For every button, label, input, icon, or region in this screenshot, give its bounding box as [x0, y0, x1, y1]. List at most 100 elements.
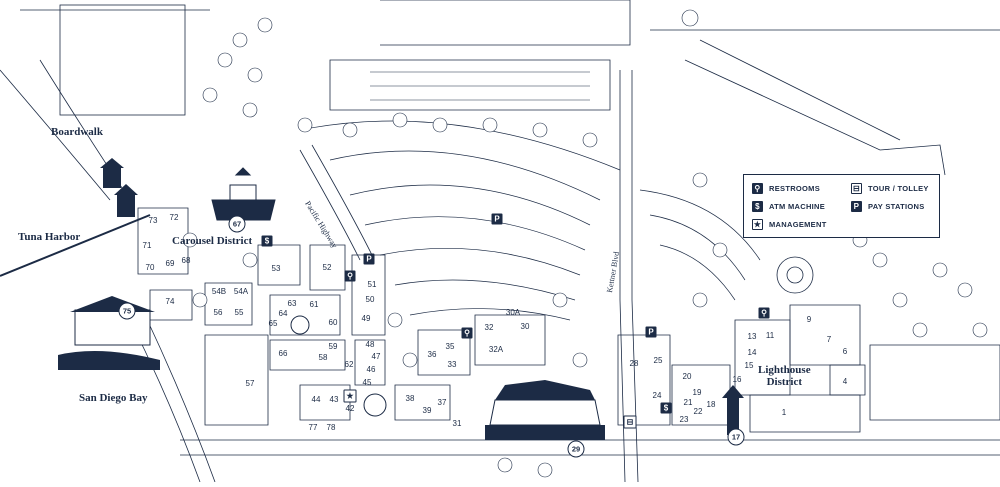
building-73[interactable]: 73: [148, 216, 158, 225]
pay-station-icon[interactable]: P: [645, 326, 657, 338]
building-50[interactable]: 50: [365, 295, 375, 304]
building-21[interactable]: 21: [683, 398, 693, 407]
management-star-icon: ★: [752, 219, 763, 230]
landmark-17[interactable]: 17: [727, 428, 745, 446]
landmark-67[interactable]: 67: [228, 215, 246, 233]
building-14[interactable]: 14: [747, 348, 757, 357]
pay-station-icon[interactable]: P: [363, 253, 375, 265]
building-31[interactable]: 31: [452, 419, 462, 428]
building-60[interactable]: 60: [328, 318, 338, 327]
building-62[interactable]: 62: [344, 360, 354, 369]
landmark-29[interactable]: 29: [567, 440, 585, 458]
area-carousel-district: Carousel District: [172, 235, 253, 247]
building-36[interactable]: 36: [427, 350, 437, 359]
boardwalk-path: [0, 69, 111, 201]
building-39[interactable]: 39: [422, 406, 432, 415]
building-6[interactable]: 6: [842, 347, 848, 356]
building-32a[interactable]: 32A: [488, 345, 504, 354]
building-25[interactable]: 25: [653, 356, 663, 365]
building-24[interactable]: 24: [652, 391, 662, 400]
block-70-73: [137, 207, 189, 275]
building-43[interactable]: 43: [329, 395, 339, 404]
tour-trolley-icon: ⊟: [851, 183, 862, 194]
building-18[interactable]: 18: [706, 400, 716, 409]
building-32[interactable]: 32: [484, 323, 494, 332]
restroom-icon[interactable]: ⚲: [461, 327, 473, 339]
building-37[interactable]: 37: [437, 398, 447, 407]
building-63[interactable]: 63: [287, 299, 297, 308]
pay-station-icon: P: [851, 201, 862, 212]
building-30a[interactable]: 30A: [505, 308, 521, 317]
building-23[interactable]: 23: [679, 415, 689, 424]
building-56[interactable]: 56: [213, 308, 223, 317]
building-11[interactable]: 11: [765, 331, 775, 340]
building-66[interactable]: 66: [278, 349, 288, 358]
building-69[interactable]: 69: [165, 259, 175, 268]
building-7[interactable]: 7: [826, 335, 832, 344]
building-4[interactable]: 4: [842, 377, 848, 386]
building-33[interactable]: 33: [447, 360, 457, 369]
building-44[interactable]: 44: [311, 395, 321, 404]
building-54a[interactable]: 54A: [233, 287, 249, 296]
area-san-diego-bay: San Diego Bay: [79, 392, 148, 404]
area-tuna-harbor: Tuna Harbor: [18, 231, 81, 243]
building-13[interactable]: 13: [747, 332, 757, 341]
building-59[interactable]: 59: [328, 342, 338, 351]
building-45[interactable]: 45: [362, 378, 372, 387]
building-55[interactable]: 55: [234, 308, 244, 317]
building-15[interactable]: 15: [744, 361, 754, 370]
building-9[interactable]: 9: [806, 315, 812, 324]
building-58[interactable]: 58: [318, 353, 328, 362]
restroom-icon[interactable]: ⚲: [344, 270, 356, 282]
building-74[interactable]: 74: [165, 297, 175, 306]
atm-icon[interactable]: $: [660, 402, 672, 414]
building-28[interactable]: 28: [629, 359, 639, 368]
building-35[interactable]: 35: [445, 342, 455, 351]
landmark-75[interactable]: 75: [118, 302, 136, 320]
area-boardwalk: Boardwalk: [51, 126, 103, 138]
building-71[interactable]: 71: [142, 241, 152, 250]
building-42[interactable]: 42: [345, 404, 355, 413]
building-47[interactable]: 47: [371, 352, 381, 361]
building-57[interactable]: 57: [245, 379, 255, 388]
parking-structure: [59, 4, 186, 116]
pavilion-29: [485, 380, 605, 440]
tour-trolley-icon[interactable]: ⊟: [623, 415, 637, 429]
legend-tour: ⊟TOUR / TOLLEY: [851, 183, 929, 194]
atm-icon[interactable]: $: [261, 235, 273, 247]
building-54b[interactable]: 54B: [211, 287, 227, 296]
building-70[interactable]: 70: [145, 263, 155, 272]
building-77[interactable]: 77: [308, 423, 318, 432]
building-20[interactable]: 20: [682, 372, 692, 381]
house-75: [58, 296, 160, 370]
building-65[interactable]: 65: [268, 319, 278, 328]
trees: [182, 9, 988, 478]
building-38[interactable]: 38: [405, 394, 415, 403]
fountain: [363, 393, 387, 417]
building-53[interactable]: 53: [271, 264, 281, 273]
legend-restrooms: ⚲RESTROOMS: [752, 183, 820, 194]
atm-icon: $: [752, 201, 763, 212]
building-48[interactable]: 48: [365, 340, 375, 349]
building-51[interactable]: 51: [367, 280, 377, 289]
management-star-icon[interactable]: ★: [343, 389, 357, 403]
building-22[interactable]: 22: [693, 407, 703, 416]
building-49[interactable]: 49: [361, 314, 371, 323]
building-52[interactable]: 52: [322, 263, 332, 272]
pay-station-icon[interactable]: P: [491, 213, 503, 225]
building-30[interactable]: 30: [520, 322, 530, 331]
building-46[interactable]: 46: [366, 365, 376, 374]
building-64[interactable]: 64: [278, 309, 288, 318]
building-61[interactable]: 61: [309, 300, 319, 309]
building-72[interactable]: 72: [169, 213, 179, 222]
building-78[interactable]: 78: [326, 423, 336, 432]
building-19[interactable]: 19: [692, 388, 702, 397]
legend-management: ★MANAGEMENT: [752, 219, 827, 230]
top-parking-lot: [329, 59, 611, 111]
restroom-icon: ⚲: [752, 183, 763, 194]
building-16[interactable]: 16: [732, 375, 742, 384]
restroom-icon[interactable]: ⚲: [758, 307, 770, 319]
building-1[interactable]: 1: [781, 408, 787, 417]
building-68[interactable]: 68: [181, 256, 191, 265]
